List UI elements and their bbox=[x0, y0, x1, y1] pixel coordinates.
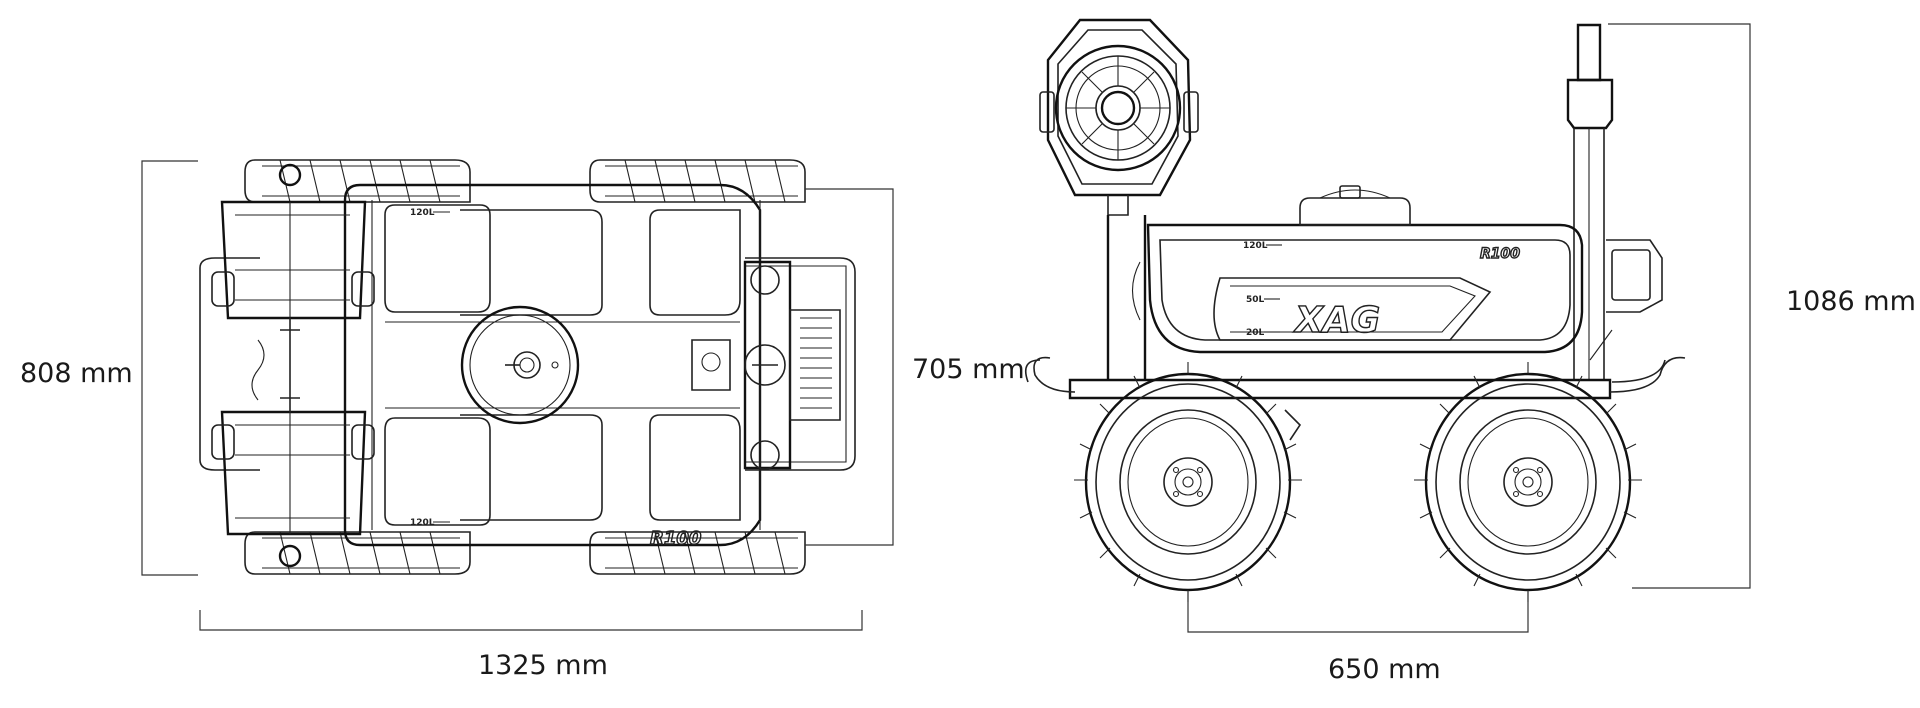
side-logo: XAG bbox=[1293, 300, 1380, 341]
side-wheel-front bbox=[1074, 362, 1302, 602]
dim-width-label: 808 mm bbox=[20, 358, 133, 389]
top-chassis bbox=[343, 183, 762, 547]
side-fan-sprayer bbox=[1039, 18, 1199, 216]
dim-length-label: 1325 mm bbox=[478, 650, 608, 681]
top-tank-lid bbox=[460, 305, 580, 425]
top-wheel-rear-right bbox=[589, 531, 806, 575]
top-model-label: R100 bbox=[650, 528, 701, 549]
side-frame bbox=[1024, 215, 1686, 400]
dim-1086-line bbox=[1608, 23, 1751, 589]
top-tank-label-upper: 120L bbox=[410, 208, 435, 218]
side-mast bbox=[1566, 23, 1614, 380]
side-tank-label-low: 20L bbox=[1246, 328, 1265, 338]
top-tank-label-lower: 120L bbox=[410, 518, 435, 528]
top-wheel-rear-left bbox=[244, 531, 471, 575]
side-wheel-rear bbox=[1414, 362, 1642, 602]
side-view: 120L 50L 20L XAG R100 bbox=[1024, 18, 1751, 633]
top-view: 120L 120L R100 bbox=[141, 159, 894, 631]
top-wheel-front-left bbox=[244, 159, 471, 203]
dim-705-line bbox=[805, 188, 894, 546]
side-tank-label-main: 120L bbox=[1243, 241, 1268, 251]
dim-height-label: 1086 mm bbox=[1786, 286, 1916, 317]
dim-wheelbase-label: 650 mm bbox=[1328, 654, 1441, 685]
top-wheel-front-right bbox=[589, 159, 806, 203]
side-tank bbox=[1131, 185, 1584, 354]
side-tank-label-mid: 50L bbox=[1246, 295, 1265, 305]
side-model-label: R100 bbox=[1480, 246, 1520, 262]
top-spray-boom bbox=[211, 163, 375, 568]
dim-650-line bbox=[1187, 592, 1529, 633]
dim-body-width-label: 705 mm bbox=[912, 354, 1025, 385]
dim-808-line bbox=[141, 160, 198, 576]
dim-1325-line bbox=[199, 610, 863, 631]
top-rear-module bbox=[691, 260, 841, 470]
